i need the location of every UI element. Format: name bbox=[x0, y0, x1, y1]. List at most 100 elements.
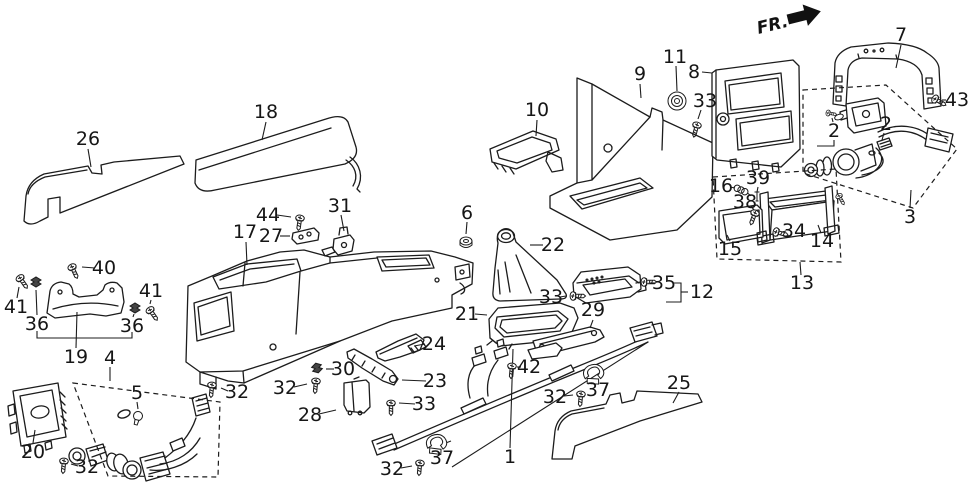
screw-glyph bbox=[414, 459, 426, 477]
part-label-32: 32 bbox=[380, 458, 404, 480]
part-23-strap bbox=[346, 348, 399, 386]
part-label-37: 37 bbox=[586, 379, 610, 401]
leader-line-36 bbox=[35, 289, 38, 316]
part-label-32: 32 bbox=[75, 456, 99, 478]
part-label-26: 26 bbox=[76, 128, 100, 150]
screw-glyph bbox=[575, 390, 587, 408]
leader-line-32 bbox=[563, 394, 574, 397]
part-label-41: 41 bbox=[4, 296, 28, 318]
leader-line-32 bbox=[293, 383, 308, 388]
part-label-1: 1 bbox=[504, 446, 516, 468]
clip-glyph bbox=[129, 302, 141, 314]
part-label-40: 40 bbox=[92, 257, 116, 279]
screw-glyph bbox=[14, 272, 32, 292]
part-label-44: 44 bbox=[256, 204, 280, 226]
part-8-radio-trim-panel bbox=[711, 59, 801, 173]
part-label-36: 36 bbox=[25, 313, 49, 335]
part-label-35: 35 bbox=[652, 272, 676, 294]
group-box-switch-harness-3 bbox=[802, 84, 958, 209]
part-29-console-bracket bbox=[527, 326, 605, 360]
part-label-32: 32 bbox=[543, 386, 567, 408]
part-label-9: 9 bbox=[634, 63, 646, 85]
leader-lines-layer bbox=[16, 44, 946, 469]
part-label-11: 11 bbox=[663, 46, 687, 68]
part-10-console-pad bbox=[489, 130, 564, 175]
part-label-28: 28 bbox=[298, 404, 322, 426]
leader-line-9 bbox=[639, 83, 642, 99]
leader-line-41 bbox=[16, 286, 20, 299]
clip-glyph bbox=[30, 276, 42, 288]
part-19-console-bracket-front bbox=[46, 281, 125, 319]
screw-glyph bbox=[293, 214, 306, 232]
leader-line-33 bbox=[398, 402, 416, 405]
leader-line-31 bbox=[340, 214, 345, 232]
screw-glyph bbox=[66, 262, 82, 281]
part-label-33: 33 bbox=[693, 90, 717, 112]
group-box-ashtray-assembly-13 bbox=[712, 168, 842, 263]
part-label-32: 32 bbox=[225, 381, 249, 403]
part-label-17: 17 bbox=[233, 221, 257, 243]
part-label-20: 20 bbox=[21, 441, 45, 463]
leader-line-6 bbox=[465, 221, 468, 235]
leader-line-33 bbox=[559, 295, 567, 298]
fr-arrow-icon bbox=[786, 4, 821, 26]
part-label-7: 7 bbox=[895, 24, 907, 46]
leader-line-2 bbox=[831, 117, 834, 123]
leader-line-39 bbox=[756, 186, 759, 193]
leader-line-29 bbox=[589, 319, 594, 329]
part-label-42: 42 bbox=[517, 356, 541, 378]
part-17-console-body bbox=[185, 249, 474, 390]
bracket-line bbox=[36, 331, 133, 339]
part-label-31: 31 bbox=[328, 195, 352, 217]
leader-line-18 bbox=[261, 121, 267, 141]
part-25-console-garnish-right bbox=[551, 390, 703, 460]
leader-line-41 bbox=[149, 299, 152, 305]
leader-line-5 bbox=[136, 401, 139, 410]
part-label-29: 29 bbox=[581, 299, 605, 321]
leader-line-14 bbox=[817, 224, 822, 234]
screw-glyph bbox=[206, 381, 218, 399]
leader-line-2 bbox=[881, 132, 885, 141]
leader-line-7 bbox=[895, 44, 902, 69]
fr-label: FR. bbox=[755, 12, 790, 39]
part-label-25: 25 bbox=[667, 372, 691, 394]
leader-line-25 bbox=[672, 391, 680, 404]
washer-glyph bbox=[116, 407, 132, 421]
part-label-10: 10 bbox=[525, 99, 549, 121]
leader-line-26 bbox=[87, 148, 92, 168]
leader-line-21 bbox=[474, 313, 488, 316]
leader-line-8 bbox=[701, 71, 713, 74]
screw-glyph bbox=[834, 191, 848, 207]
part-label-30: 30 bbox=[331, 358, 355, 380]
part-13-ashtray-assembly bbox=[718, 185, 840, 246]
part-label-21: 21 bbox=[455, 303, 479, 325]
part-label-8: 8 bbox=[688, 61, 700, 83]
part-24-garnish-strip bbox=[375, 333, 427, 362]
group-boxes-layer bbox=[72, 84, 958, 478]
part-label-37: 37 bbox=[430, 447, 454, 469]
part-label-43: 43 bbox=[945, 89, 969, 111]
part-12-console-tray bbox=[572, 266, 647, 304]
part-label-27: 27 bbox=[259, 225, 283, 247]
part-7-console-bracket bbox=[832, 42, 942, 110]
part-label-13: 13 bbox=[790, 272, 814, 294]
part-label-39: 39 bbox=[746, 167, 770, 189]
leader-line-11 bbox=[675, 65, 678, 92]
part-3-switch-harness bbox=[803, 97, 954, 179]
leader-line-15 bbox=[726, 234, 731, 242]
leader-line-17 bbox=[245, 241, 248, 266]
part-label-18: 18 bbox=[254, 101, 278, 123]
leader-line-3 bbox=[909, 189, 912, 209]
part-label-36: 36 bbox=[120, 315, 144, 337]
part-label-4: 4 bbox=[104, 347, 116, 369]
part-label-33: 33 bbox=[412, 393, 436, 415]
screw-glyph bbox=[144, 304, 162, 324]
leader-line-10 bbox=[535, 119, 538, 137]
screw-glyph bbox=[58, 457, 70, 475]
leader-line-33 bbox=[697, 109, 702, 120]
bracket-line bbox=[817, 140, 835, 147]
part-26-console-garnish-left bbox=[23, 155, 185, 225]
